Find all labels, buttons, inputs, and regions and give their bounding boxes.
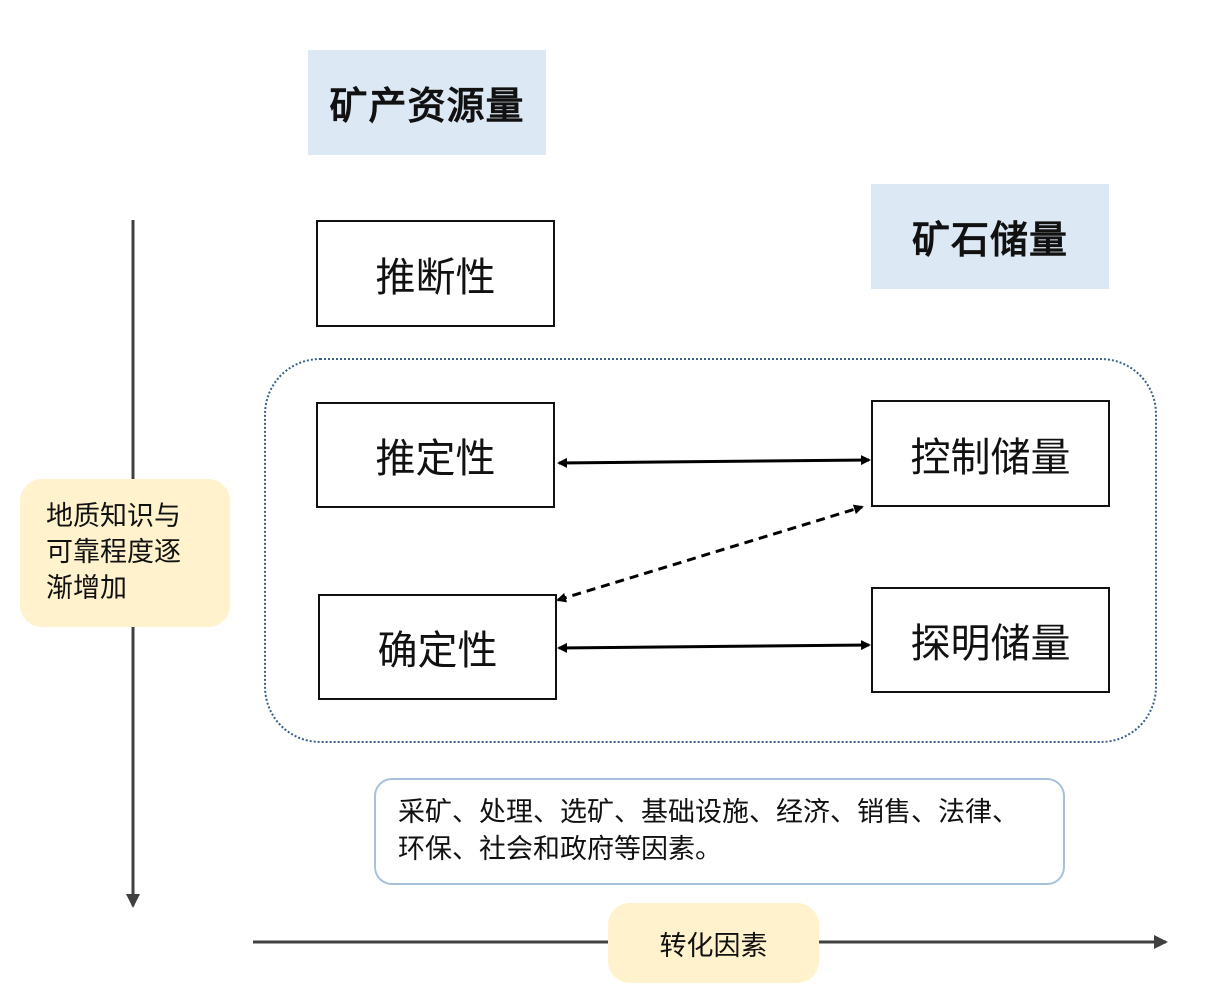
measured-to-proved-arrow xyxy=(557,640,871,653)
indicated-to-probable-arrow xyxy=(557,455,871,468)
probable-reserve-label: 控制储量 xyxy=(910,434,1071,481)
measured-to-probable-dashed-arrow xyxy=(556,504,864,603)
measured-resource-label: 确定性 xyxy=(377,628,498,674)
measured-resource-box: 确定性 xyxy=(318,594,557,700)
inferred-resource-label: 推断性 xyxy=(375,254,496,301)
proved-reserve-box: 探明储量 xyxy=(871,587,1110,693)
ore-reserves-header: 矿石储量 xyxy=(871,184,1109,289)
indicated-resource-label: 推定性 xyxy=(375,436,496,482)
horizontal-axis-label-text: 转化因素 xyxy=(659,930,768,962)
vertical-axis-label: 地质知识与 可靠程度逐 渐增加 xyxy=(20,479,230,627)
conversion-group-border xyxy=(264,358,1157,743)
inferred-resource-box: 推断性 xyxy=(316,220,555,327)
modifying-factors-note: 采矿、处理、选矿、基础设施、经济、销售、法律、环保、社会和政府等因素。 xyxy=(374,778,1065,885)
mineral-resources-header: 矿产资源量 xyxy=(308,50,546,155)
horizontal-axis-label: 转化因素 xyxy=(608,903,819,983)
indicated-resource-box: 推定性 xyxy=(316,402,555,508)
probable-reserve-box: 控制储量 xyxy=(871,400,1110,507)
proved-reserve-label: 探明储量 xyxy=(910,621,1071,667)
